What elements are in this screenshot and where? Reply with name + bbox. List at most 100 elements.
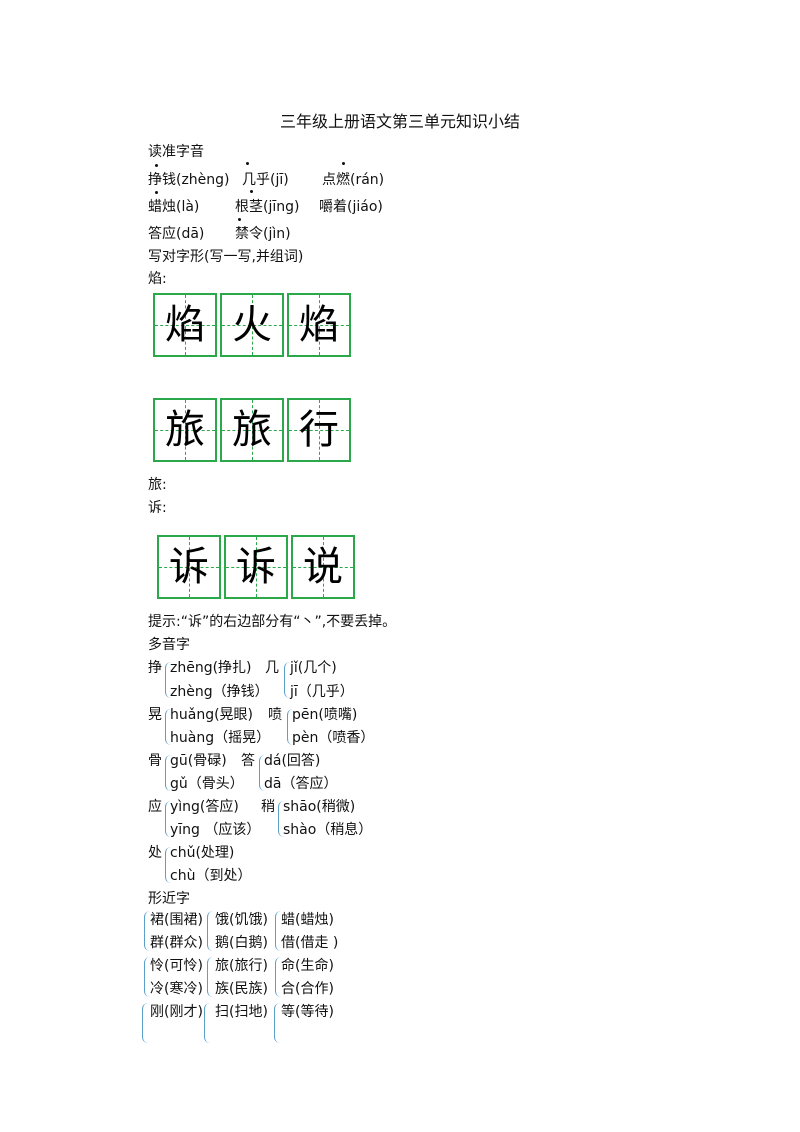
section-read-heading: 读准字音 [148, 144, 204, 160]
brace-icon [165, 847, 172, 883]
poly-char: 挣 [148, 660, 162, 676]
poly-char: 应 [148, 799, 162, 815]
brace-icon [278, 801, 285, 837]
similar-item: 族(民族) [215, 981, 268, 997]
poly-char: 几 [265, 660, 279, 676]
similar-item: 蜡(蜡烛) [281, 912, 334, 928]
similar-item: 合(合作) [281, 981, 334, 997]
grid-char: 说 [303, 544, 343, 590]
similar-item: 借(借走 ) [281, 935, 339, 951]
brace-icon [165, 801, 172, 837]
poly-reading: dá(回答) [264, 753, 321, 769]
similar-item: 群(群众) [150, 935, 203, 951]
brace-icon [165, 755, 172, 791]
pron-item: 几乎(jī) [242, 172, 289, 188]
write-label-yan: 焰: [148, 271, 167, 287]
pron-item: 禁令(jìn) [235, 226, 291, 242]
write-label-lv: 旅: [148, 477, 167, 493]
similar-item: 裙(围裙) [150, 912, 203, 928]
poly-reading: huǎng(晃眼) [170, 707, 254, 723]
writing-cell: 旅 [153, 398, 217, 462]
poly-reading: gū(骨碌) [170, 753, 227, 769]
emphasis-dot [155, 191, 158, 194]
writing-cell: 诉 [157, 535, 221, 599]
similar-item: 饿(饥饿) [215, 912, 268, 928]
hint-text: 提示:“诉”的右边部分有“丶”,不要丢掉。 [148, 614, 397, 630]
brace-icon [287, 709, 294, 745]
grid-char: 火 [232, 302, 272, 348]
emphasis-dot [155, 164, 158, 167]
section-similar-heading: 形近字 [148, 891, 190, 907]
brace-icon [284, 662, 291, 698]
write-label-su: 诉: [148, 500, 167, 516]
poly-char: 喷 [268, 707, 282, 723]
poly-char: 答 [241, 753, 255, 769]
similar-item: 冷(寒冷) [150, 981, 203, 997]
writing-cell: 说 [291, 535, 355, 599]
brace-icon [275, 911, 282, 951]
brace-icon [165, 662, 172, 698]
brace-icon [275, 957, 282, 997]
writing-cell: 焰 [287, 293, 351, 357]
brace-icon [165, 709, 172, 745]
similar-item: 鹅(白鹅) [215, 935, 268, 951]
poly-reading: dā（答应） [264, 776, 338, 792]
poly-char: 骨 [148, 753, 162, 769]
section-write-heading: 写对字形(写一写,并组词) [148, 249, 304, 265]
poly-reading: shāo(稍微) [283, 799, 356, 815]
pron-item: 答应(dā) [148, 226, 205, 242]
page-title: 三年级上册语文第三单元知识小结 [279, 112, 520, 131]
similar-item: 等(等待) [281, 1004, 334, 1020]
poly-reading: chù（到处） [170, 868, 252, 884]
poly-char: 晃 [148, 707, 162, 723]
pron-item: 根茎(jīng) [235, 199, 300, 215]
poly-reading: yìng(答应) [170, 799, 239, 815]
writing-cell: 旅 [220, 398, 284, 462]
similar-item: 怜(可怜) [150, 958, 203, 974]
writing-grid-su: 诉 诉 说 [157, 535, 355, 599]
similar-item: 扫(扫地) [215, 1004, 268, 1020]
brace-icon [144, 911, 151, 951]
writing-grid-lv: 旅 旅 行 [153, 398, 351, 462]
brace-icon [204, 1003, 211, 1043]
brace-icon [144, 957, 151, 997]
writing-cell: 火 [220, 293, 284, 357]
poly-reading: jī（几乎） [290, 684, 354, 700]
grid-char: 焰 [299, 302, 339, 348]
emphasis-dot [342, 162, 345, 165]
poly-char: 稍 [261, 799, 275, 815]
writing-cell: 诉 [224, 535, 288, 599]
grid-char: 诉 [236, 544, 276, 590]
emphasis-dot [250, 190, 253, 193]
similar-item: 刚(刚才) [150, 1004, 203, 1020]
grid-char: 诉 [169, 544, 209, 590]
grid-char: 焰 [165, 302, 205, 348]
brace-icon [207, 957, 214, 997]
emphasis-dot [238, 218, 241, 221]
pron-item: 挣钱(zhèng) [148, 172, 230, 188]
brace-icon [142, 1003, 149, 1043]
poly-reading: pèn（喷香） [292, 730, 375, 746]
section-poly-heading: 多音字 [148, 637, 190, 653]
grid-char: 行 [299, 407, 339, 453]
writing-cell: 行 [287, 398, 351, 462]
writing-grid-yan: 焰 火 焰 [153, 293, 351, 357]
similar-item: 旅(旅行) [215, 958, 268, 974]
pron-item: 点燃(rán) [322, 172, 385, 188]
poly-reading: zhèng（挣钱） [170, 684, 269, 700]
poly-reading: pēn(喷嘴) [292, 707, 358, 723]
grid-char: 旅 [165, 407, 205, 453]
similar-item: 命(生命) [281, 958, 334, 974]
pron-item: 蜡烛(là) [148, 199, 200, 215]
pron-item: 嚼着(jiáo) [319, 199, 383, 215]
brace-icon [259, 755, 266, 791]
poly-reading: gǔ（骨头） [170, 776, 244, 792]
poly-reading: shào（稍息） [283, 822, 373, 838]
poly-reading: yīng （应该） [170, 822, 261, 838]
brace-icon [274, 1003, 281, 1043]
poly-char: 处 [148, 845, 162, 861]
brace-icon [207, 911, 214, 951]
grid-char: 旅 [232, 407, 272, 453]
poly-reading: jǐ(几个) [290, 660, 337, 676]
writing-cell: 焰 [153, 293, 217, 357]
